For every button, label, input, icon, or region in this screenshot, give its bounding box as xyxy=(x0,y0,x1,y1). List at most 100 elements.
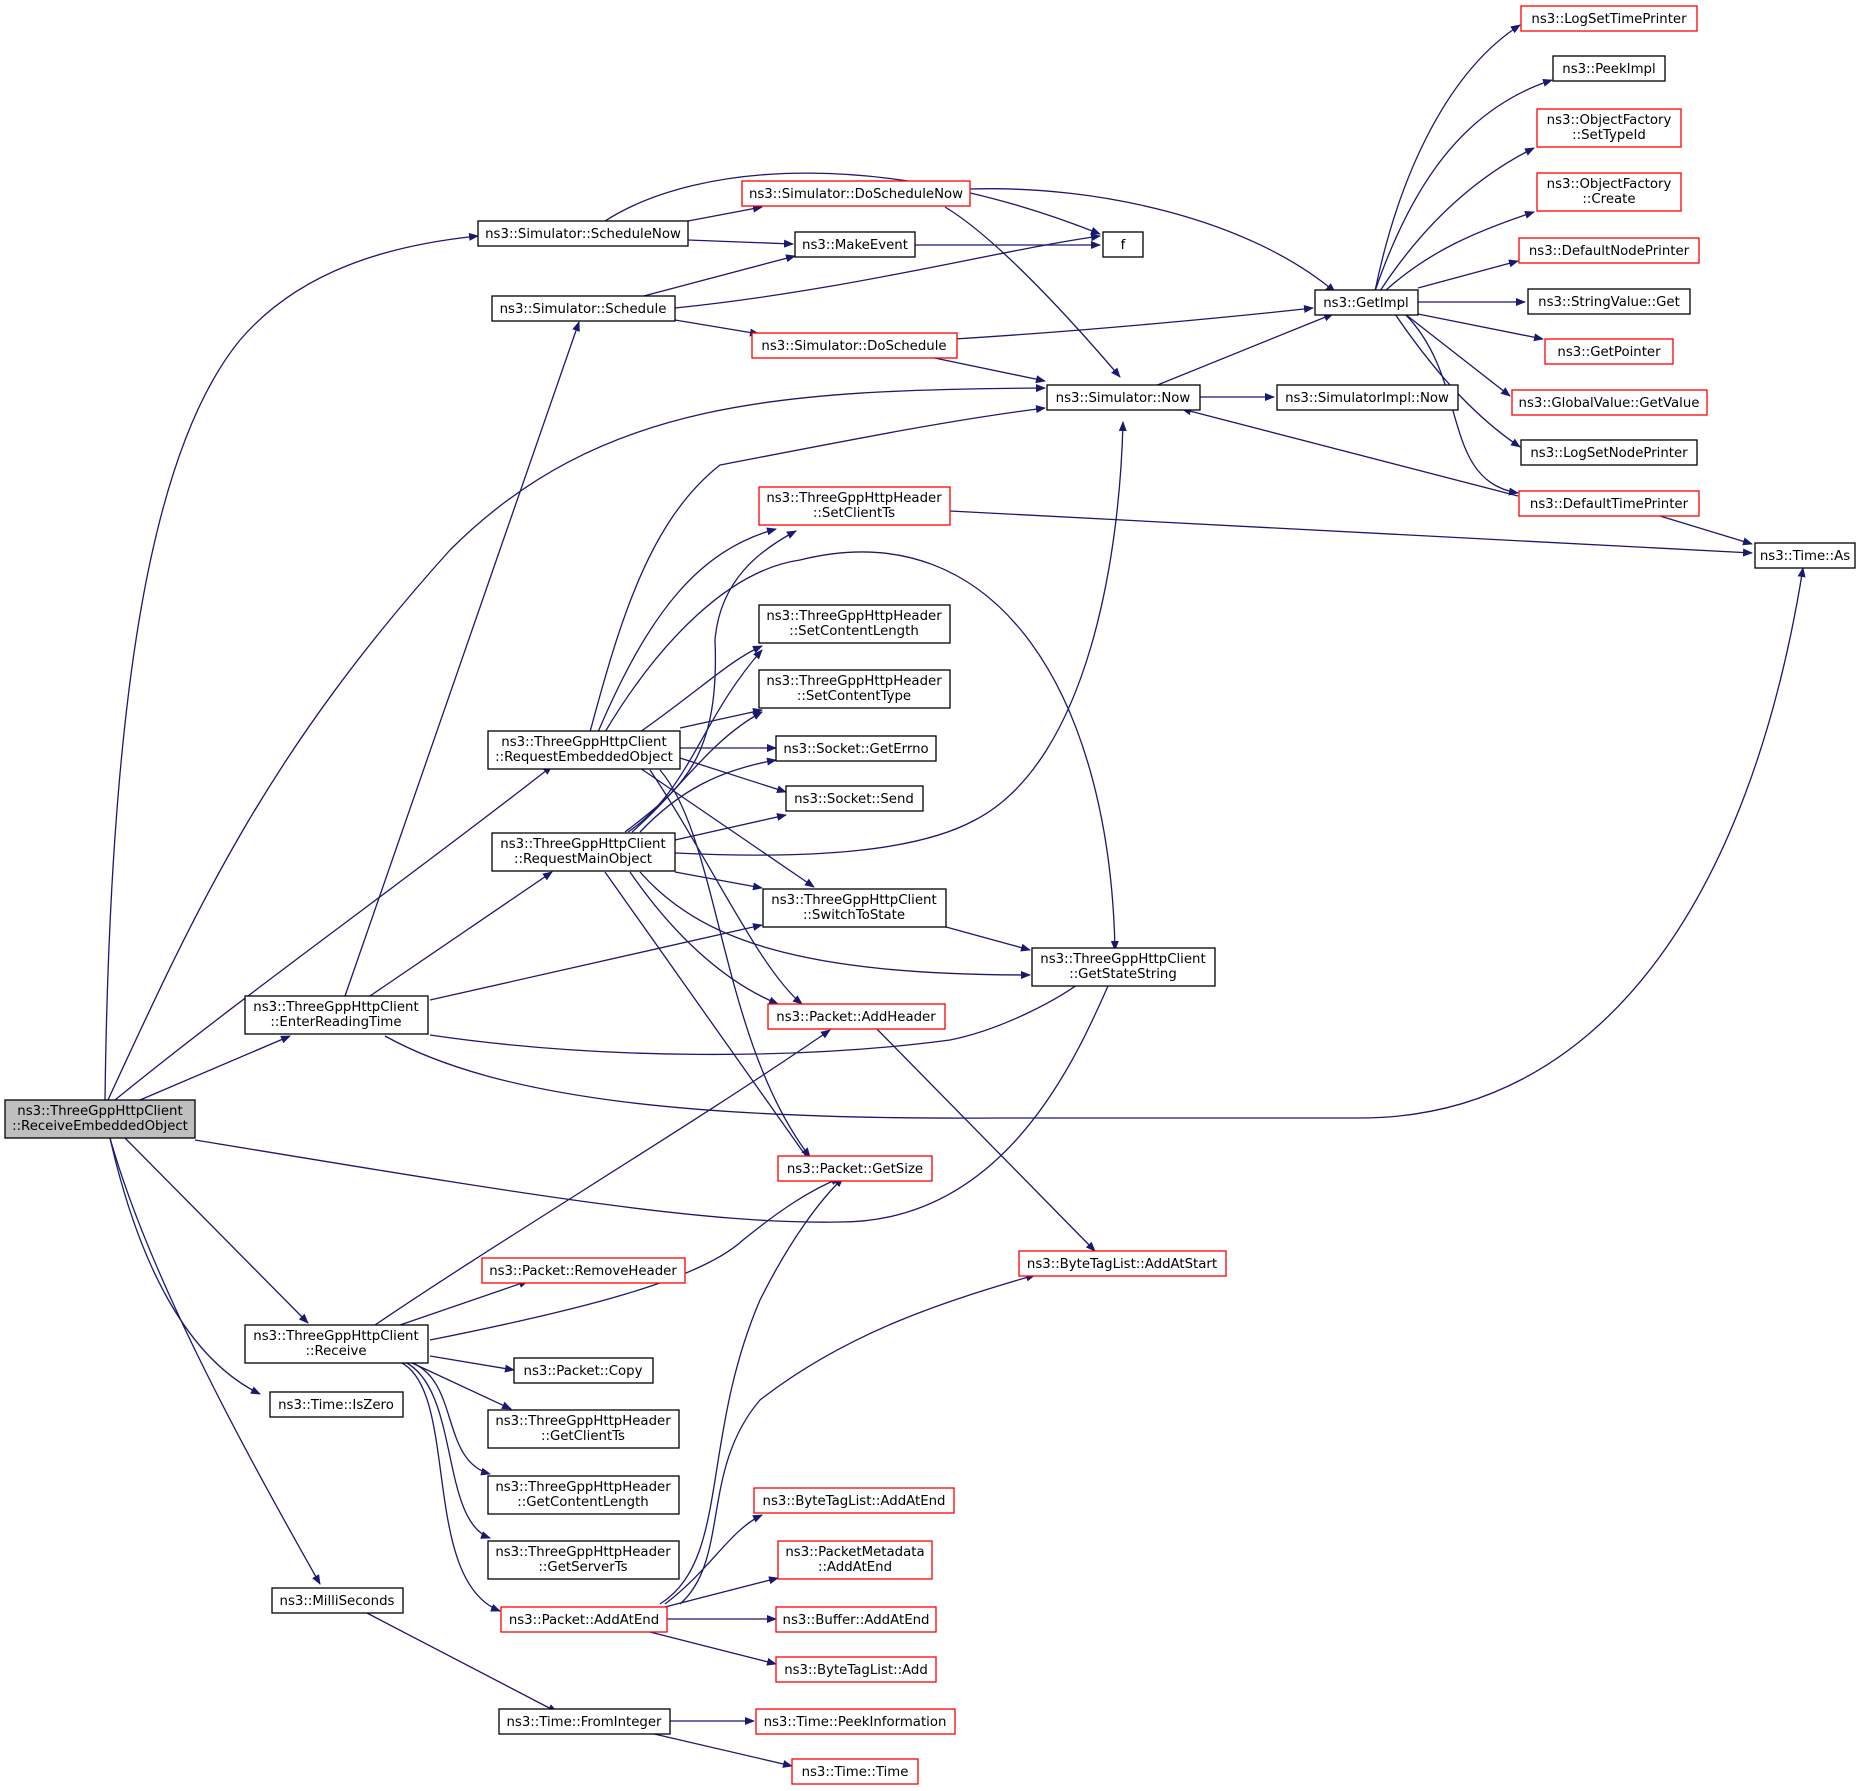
node-simulatorimpl-now[interactable]: ns3::SimulatorImpl::Now xyxy=(1276,384,1459,411)
node-getpointer[interactable]: ns3::GetPointer xyxy=(1544,338,1674,365)
svg-text:::SwitchToState: ::SwitchToState xyxy=(803,908,905,923)
svg-text:ns3::GetImpl: ns3::GetImpl xyxy=(1323,296,1408,311)
node-request-main-object[interactable]: ns3::ThreeGppHttpClient::RequestMainObje… xyxy=(491,832,676,872)
node-time-iszero[interactable]: ns3::Time::IsZero xyxy=(269,1391,404,1418)
edge-simulator-now-to-getimpl xyxy=(1154,313,1334,387)
edge-enter-reading-time-to-get-state-string xyxy=(429,974,1091,1056)
edge-doschedule-to-simulator-now xyxy=(924,355,1046,384)
svg-text:ns3::MakeEvent: ns3::MakeEvent xyxy=(802,238,908,253)
node-bytetaglist-add[interactable]: ns3::ByteTagList::Add xyxy=(775,1656,937,1683)
edge-root-to-milliseconds xyxy=(109,1137,321,1585)
svg-text:ns3::Time::FromInteger: ns3::Time::FromInteger xyxy=(506,1715,662,1730)
edge-request-embedded-to-switch-to-state xyxy=(639,767,815,888)
node-getclientts[interactable]: ns3::ThreeGppHttpHeader::GetClientTs xyxy=(487,1409,680,1449)
node-enter-reading-time[interactable]: ns3::ThreeGppHttpClient::EnterReadingTim… xyxy=(244,995,429,1035)
node-getcontentlength[interactable]: ns3::ThreeGppHttpHeader::GetContentLengt… xyxy=(487,1475,680,1515)
svg-text:ns3::ThreeGppHttpClient: ns3::ThreeGppHttpClient xyxy=(501,735,666,750)
node-simulator-doschedule[interactable]: ns3::Simulator::DoSchedule xyxy=(751,332,958,359)
svg-text:ns3::Simulator::Now: ns3::Simulator::Now xyxy=(1056,391,1191,406)
svg-text:::GetServerTs: ::GetServerTs xyxy=(538,1560,627,1575)
edge-getimpl-to-logsetnodeprinter xyxy=(1394,313,1521,448)
svg-text:ns3::ThreeGppHttpClient: ns3::ThreeGppHttpClient xyxy=(1040,952,1205,967)
svg-text:ns3::Time::As: ns3::Time::As xyxy=(1760,549,1850,564)
edge-getimpl-to-logsettimeprinter xyxy=(1374,24,1521,292)
node-bytetaglist-addatstart[interactable]: ns3::ByteTagList::AddAtStart xyxy=(1018,1250,1227,1277)
node-request-embedded-object[interactable]: ns3::ThreeGppHttpClient::RequestEmbedded… xyxy=(487,730,681,770)
svg-text:ns3::ObjectFactory: ns3::ObjectFactory xyxy=(1547,177,1672,192)
node-simulator-now[interactable]: ns3::Simulator::Now xyxy=(1046,384,1201,411)
svg-text:::Create: ::Create xyxy=(1582,192,1635,207)
node-globalvalue-getvalue[interactable]: ns3::GlobalValue::GetValue xyxy=(1511,389,1708,416)
edge-packet-addatend-to-packet-getsize xyxy=(659,1177,844,1605)
node-receive[interactable]: ns3::ThreeGppHttpClient::Receive xyxy=(244,1324,429,1364)
node-socket-geterrno[interactable]: ns3::Socket::GetErrno xyxy=(775,735,937,762)
svg-text:ns3::Simulator::Schedule: ns3::Simulator::Schedule xyxy=(500,302,667,317)
node-time-frominteger[interactable]: ns3::Time::FromInteger xyxy=(498,1708,671,1735)
node-f[interactable]: f xyxy=(1102,231,1144,258)
svg-text:ns3::SimulatorImpl::Now: ns3::SimulatorImpl::Now xyxy=(1285,391,1449,406)
node-packet-addatend[interactable]: ns3::Packet::AddAtEnd xyxy=(500,1606,668,1633)
edge-root-to-request-embedded xyxy=(114,765,553,1101)
svg-text:f: f xyxy=(1121,238,1126,253)
node-packet-getsize[interactable]: ns3::Packet::GetSize xyxy=(777,1155,933,1182)
edge-getimpl-to-getpointer xyxy=(1417,313,1544,342)
svg-text:::AddAtEnd: ::AddAtEnd xyxy=(818,1560,892,1575)
node-setcontenttype[interactable]: ns3::ThreeGppHttpHeader::SetContentType xyxy=(758,669,951,709)
node-packet-copy[interactable]: ns3::Packet::Copy xyxy=(513,1357,654,1384)
node-getimpl[interactable]: ns3::GetImpl xyxy=(1314,289,1419,316)
svg-text:ns3::LogSetTimePrinter: ns3::LogSetTimePrinter xyxy=(1531,12,1687,27)
svg-text:ns3::Time::PeekInformation: ns3::Time::PeekInformation xyxy=(764,1715,947,1730)
node-milliseconds[interactable]: ns3::MilliSeconds xyxy=(271,1587,404,1614)
edge-schedule-to-f xyxy=(674,233,1101,309)
node-objectfactory-settypeid[interactable]: ns3::ObjectFactory::SetTypeId xyxy=(1536,108,1682,148)
node-packetmetadata-addatend[interactable]: ns3::PacketMetadata::AddAtEnd xyxy=(777,1540,933,1580)
node-packet-removeheader[interactable]: ns3::Packet::RemoveHeader xyxy=(481,1257,686,1284)
node-socket-send[interactable]: ns3::Socket::Send xyxy=(785,785,924,812)
edge-root-to-schedulenow xyxy=(104,232,479,1101)
node-objectfactory-create[interactable]: ns3::ObjectFactory::Create xyxy=(1536,172,1682,212)
node-defaultnodeprinter[interactable]: ns3::DefaultNodePrinter xyxy=(1518,237,1700,264)
svg-text:::GetContentLength: ::GetContentLength xyxy=(517,1495,648,1510)
node-setcontentlength[interactable]: ns3::ThreeGppHttpHeader::SetContentLengt… xyxy=(758,604,951,644)
node-simulator-doschedulenow[interactable]: ns3::Simulator::DoScheduleNow xyxy=(741,180,971,207)
edge-enter-reading-time-to-switch-to-state xyxy=(429,923,763,1001)
node-receive-embedded-object: ns3::ThreeGppHttpClient::ReceiveEmbedded… xyxy=(4,1099,196,1139)
edge-receive-to-getserverts xyxy=(404,1361,491,1539)
edge-packet-addatend-to-addatstart xyxy=(679,1273,1036,1605)
edge-receive-to-getclientts xyxy=(409,1361,512,1410)
svg-text:ns3::ThreeGppHttpClient: ns3::ThreeGppHttpClient xyxy=(253,1329,418,1344)
edge-schedule-to-doschedule xyxy=(674,319,760,337)
edge-setclientts-to-time-as xyxy=(949,510,1753,557)
svg-text:ns3::Packet::Copy: ns3::Packet::Copy xyxy=(524,1364,643,1379)
svg-text:ns3::Packet::AddAtEnd: ns3::Packet::AddAtEnd xyxy=(509,1613,659,1628)
node-time-peekinformation[interactable]: ns3::Time::PeekInformation xyxy=(755,1708,956,1735)
node-setclientts[interactable]: ns3::ThreeGppHttpHeader::SetClientTs xyxy=(758,486,951,526)
node-simulator-schedulenow[interactable]: ns3::Simulator::ScheduleNow xyxy=(477,220,689,247)
svg-text:ns3::ThreeGppHttpHeader: ns3::ThreeGppHttpHeader xyxy=(766,609,942,624)
edge-receive-to-packet-addatend xyxy=(399,1361,501,1612)
node-get-state-string[interactable]: ns3::ThreeGppHttpClient::GetStateString xyxy=(1031,947,1216,987)
node-logsetnodeprinter[interactable]: ns3::LogSetNodePrinter xyxy=(1520,439,1698,466)
node-packet-addheader[interactable]: ns3::Packet::AddHeader xyxy=(767,1003,946,1030)
node-peekimpl[interactable]: ns3::PeekImpl xyxy=(1552,55,1666,82)
node-time-as[interactable]: ns3::Time::As xyxy=(1754,542,1856,569)
node-buffer-addatend[interactable]: ns3::Buffer::AddAtEnd xyxy=(775,1606,937,1633)
svg-text:ns3::ThreeGppHttpClient: ns3::ThreeGppHttpClient xyxy=(253,1000,418,1015)
edge-request-main-to-setcontenttype xyxy=(631,711,763,833)
svg-text:::GetStateString: ::GetStateString xyxy=(1069,967,1177,982)
edge-packet-addatend-to-bytetag-addatend xyxy=(664,1514,763,1605)
node-stringvalue-get[interactable]: ns3::StringValue::Get xyxy=(1527,288,1691,315)
node-simulator-schedule[interactable]: ns3::Simulator::Schedule xyxy=(491,295,676,322)
node-switch-to-state[interactable]: ns3::ThreeGppHttpClient::SwitchToState xyxy=(762,888,947,928)
svg-text:ns3::Packet::RemoveHeader: ns3::Packet::RemoveHeader xyxy=(489,1264,677,1279)
node-defaulttimeprinter[interactable]: ns3::DefaultTimePrinter xyxy=(1518,490,1700,517)
edge-request-embedded-to-get-state-string xyxy=(604,551,1119,951)
edge-receive-to-packet-getsize xyxy=(429,1177,841,1341)
node-bytetaglist-addatend[interactable]: ns3::ByteTagList::AddAtEnd xyxy=(753,1487,955,1514)
node-makeevent[interactable]: ns3::MakeEvent xyxy=(794,231,916,258)
node-logsettimeprinter[interactable]: ns3::LogSetTimePrinter xyxy=(1520,5,1698,32)
node-getserverts[interactable]: ns3::ThreeGppHttpHeader::GetServerTs xyxy=(487,1540,680,1580)
node-time-time[interactable]: ns3::Time::Time xyxy=(791,1758,919,1785)
svg-text:::ReceiveEmbeddedObject: ::ReceiveEmbeddedObject xyxy=(12,1119,188,1134)
